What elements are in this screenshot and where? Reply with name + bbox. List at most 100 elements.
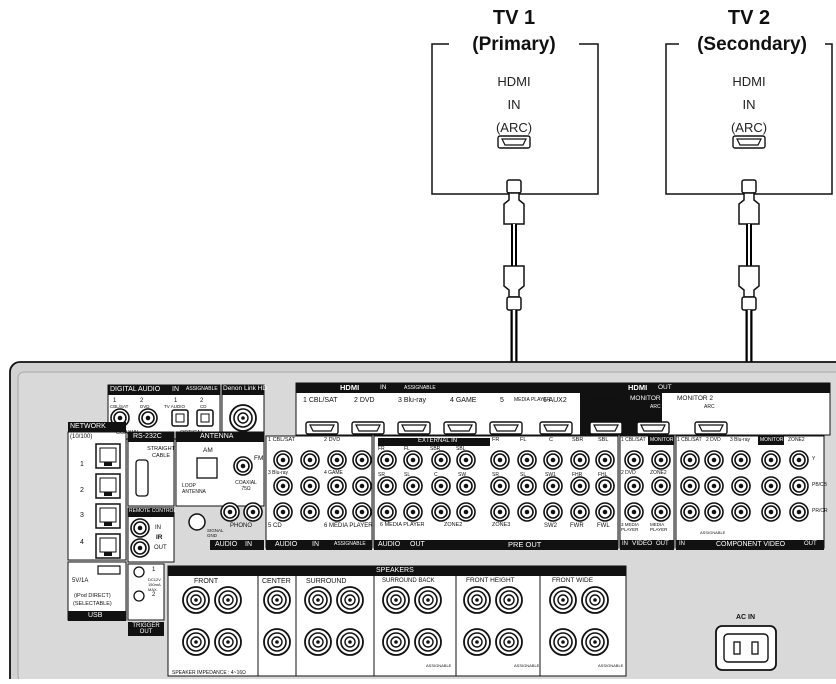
tv1-port-line-3: (ARC): [495, 120, 533, 135]
network-speed: (10/100): [70, 434, 93, 440]
denon-link-jack: [229, 404, 257, 432]
hdmi-assignable: ASSIGNABLE: [404, 385, 436, 391]
signal-gnd-label: SIGNAL GND: [207, 528, 224, 538]
video-input-3: 3 MEDIA PLAYER: [621, 522, 639, 532]
hdmi-input-4: 4 GAME: [450, 397, 477, 404]
component-video-label: COMPONENT VIDEO: [716, 541, 786, 548]
ext-top-1: FR: [378, 446, 385, 452]
component-out-tag: OUT: [804, 541, 817, 547]
speaker-surround-label: SURROUND: [306, 578, 347, 585]
ext-bottom-2: SL: [404, 472, 411, 478]
dc12v-label: DC12V 150mA MAX.: [148, 577, 161, 592]
audio-out-label: AUDIO: [378, 541, 401, 548]
digital-audio-jacks: [110, 408, 214, 428]
component-col-1: 1 CBL/SAT: [677, 437, 702, 443]
rs232c-label: RS-232C: [133, 433, 162, 440]
da-jack-label-4: CD: [200, 404, 207, 409]
preout-top-1: FR: [492, 437, 500, 443]
hdmi-input-2: 2 DVD: [354, 397, 375, 404]
hdmi-monitor2-port-icon: [694, 421, 728, 435]
da-jack-label-3: TV AUDIO: [164, 404, 186, 409]
tv1-title: TV 1: [492, 7, 536, 29]
remote-control-label: REMOTE CONTROL: [129, 508, 177, 514]
ext-bottom-3: C: [434, 472, 438, 478]
straight-cable-label: STRAIGHT CABLE: [147, 446, 175, 459]
audio-in-col-2: 2 DVD: [324, 437, 341, 443]
ir-label: IR: [156, 534, 163, 541]
preout-top-2: FL: [520, 437, 527, 443]
component-row-y: Y: [812, 456, 816, 462]
usb-port-icon: [97, 565, 121, 575]
cd-label: 5 CD: [268, 523, 282, 529]
monitor1-arc: ARC: [650, 404, 661, 410]
trigger-1-label: 1: [152, 567, 156, 573]
rs232c-port-icon: [135, 459, 149, 497]
ext-top-3: SBR: [430, 446, 441, 452]
preout-bottom-3: SW1: [545, 472, 556, 478]
ext-bottom-4: SW: [458, 472, 467, 478]
video-in-tag: IN: [622, 541, 628, 547]
audio-in-left-tag: IN: [245, 541, 252, 548]
ipod-direct-label: (iPod DIRECT): [74, 593, 111, 599]
preout-bottom-1: SR: [492, 472, 499, 478]
monitor1-label: MONITOR 1: [630, 395, 666, 402]
signal-gnd-terminal: [188, 513, 206, 531]
tv2-title: TV 2: [727, 7, 771, 29]
audio-in-main-label: AUDIO: [275, 541, 298, 548]
preout-top-4: SBR: [572, 437, 584, 443]
pre-out-label: PRE OUT: [508, 540, 542, 549]
preout-lower-3: FWL: [597, 523, 610, 529]
network-port-2: 2: [80, 487, 84, 494]
speaker-front-wide-label: FRONT WIDE: [552, 577, 594, 584]
hdmi-out-label: HDMI: [628, 383, 648, 392]
optical-label: OPTICAL: [180, 430, 204, 436]
hdmi-input-5: 5: [500, 397, 504, 404]
tv2-box: [665, 43, 833, 195]
preout-bottom-5: FHL: [598, 472, 608, 478]
component-col-3: 3 Blu-ray: [730, 437, 751, 443]
video-input-1: 1 CBL/SAT: [621, 437, 646, 443]
audio-in-left-label: AUDIO: [215, 541, 238, 548]
remote-in-label: IN: [155, 525, 161, 531]
ext-bottom-1: SR: [378, 472, 385, 478]
front-height-assignable: ASSIGNABLE: [514, 663, 540, 668]
hdmi-monitor1-port-icon: [636, 421, 670, 435]
tv2-subtitle: (Secondary): [679, 33, 825, 57]
tv2-port-line-2: IN: [742, 97, 756, 112]
preout-top-5: SBL: [598, 437, 609, 443]
fm-label: FM: [254, 455, 264, 462]
ext-top-2: FL: [404, 446, 410, 452]
remote-out-label: OUT: [154, 545, 167, 551]
trigger-out-label: TRIGGER OUT: [132, 623, 160, 635]
da-jack-num-3: 1: [174, 398, 178, 404]
tv1-port-line-2: IN: [507, 97, 521, 112]
audio-out-tag: OUT: [410, 541, 425, 548]
usb-rating-label: 5V/1A: [72, 578, 89, 584]
preout-lower-1: SW2: [544, 523, 558, 529]
da-jack-num-4: 2: [200, 398, 204, 404]
front-wide-assignable: ASSIGNABLE: [598, 663, 624, 668]
da-jack-num-2: 2: [140, 398, 144, 404]
preout-bottom-2: SL: [520, 472, 527, 478]
speaker-impedance-label: SPEAKER IMPEDANCE : 4~16Ω: [172, 670, 246, 676]
preout-top-3: C: [549, 437, 553, 443]
audio-in-bluray: 3 Blu-ray: [268, 470, 289, 476]
denon-link-label: Denon Link HD: [223, 385, 268, 392]
audio-in-assignable: ASSIGNABLE: [334, 541, 366, 547]
hdmi-input-6: 6 AUX2: [543, 397, 567, 404]
tv2-port-line-3: (ARC): [730, 120, 768, 135]
da-jack-label-2: DVD: [140, 404, 150, 409]
speaker-front-label: FRONT: [194, 578, 219, 585]
component-col-4: MONITOR: [760, 437, 784, 443]
monitor2-label: MONITOR 2: [677, 395, 713, 402]
ac-in-label: AC IN: [736, 614, 756, 621]
tv2-port-line-1: HDMI: [732, 74, 766, 89]
component-row-pr: PR/CR: [812, 508, 828, 514]
speaker-center-label: CENTER: [262, 578, 291, 585]
component-assignable: ASSIGNABLE: [700, 530, 726, 535]
selectable-label: (SELECTABLE): [73, 601, 112, 607]
monitor2-arc: ARC: [704, 404, 715, 410]
digital-audio-label: DIGITAL AUDIO: [110, 386, 161, 393]
usb-label: USB: [88, 612, 103, 619]
speaker-front-height-label: FRONT HEIGHT: [466, 577, 515, 584]
